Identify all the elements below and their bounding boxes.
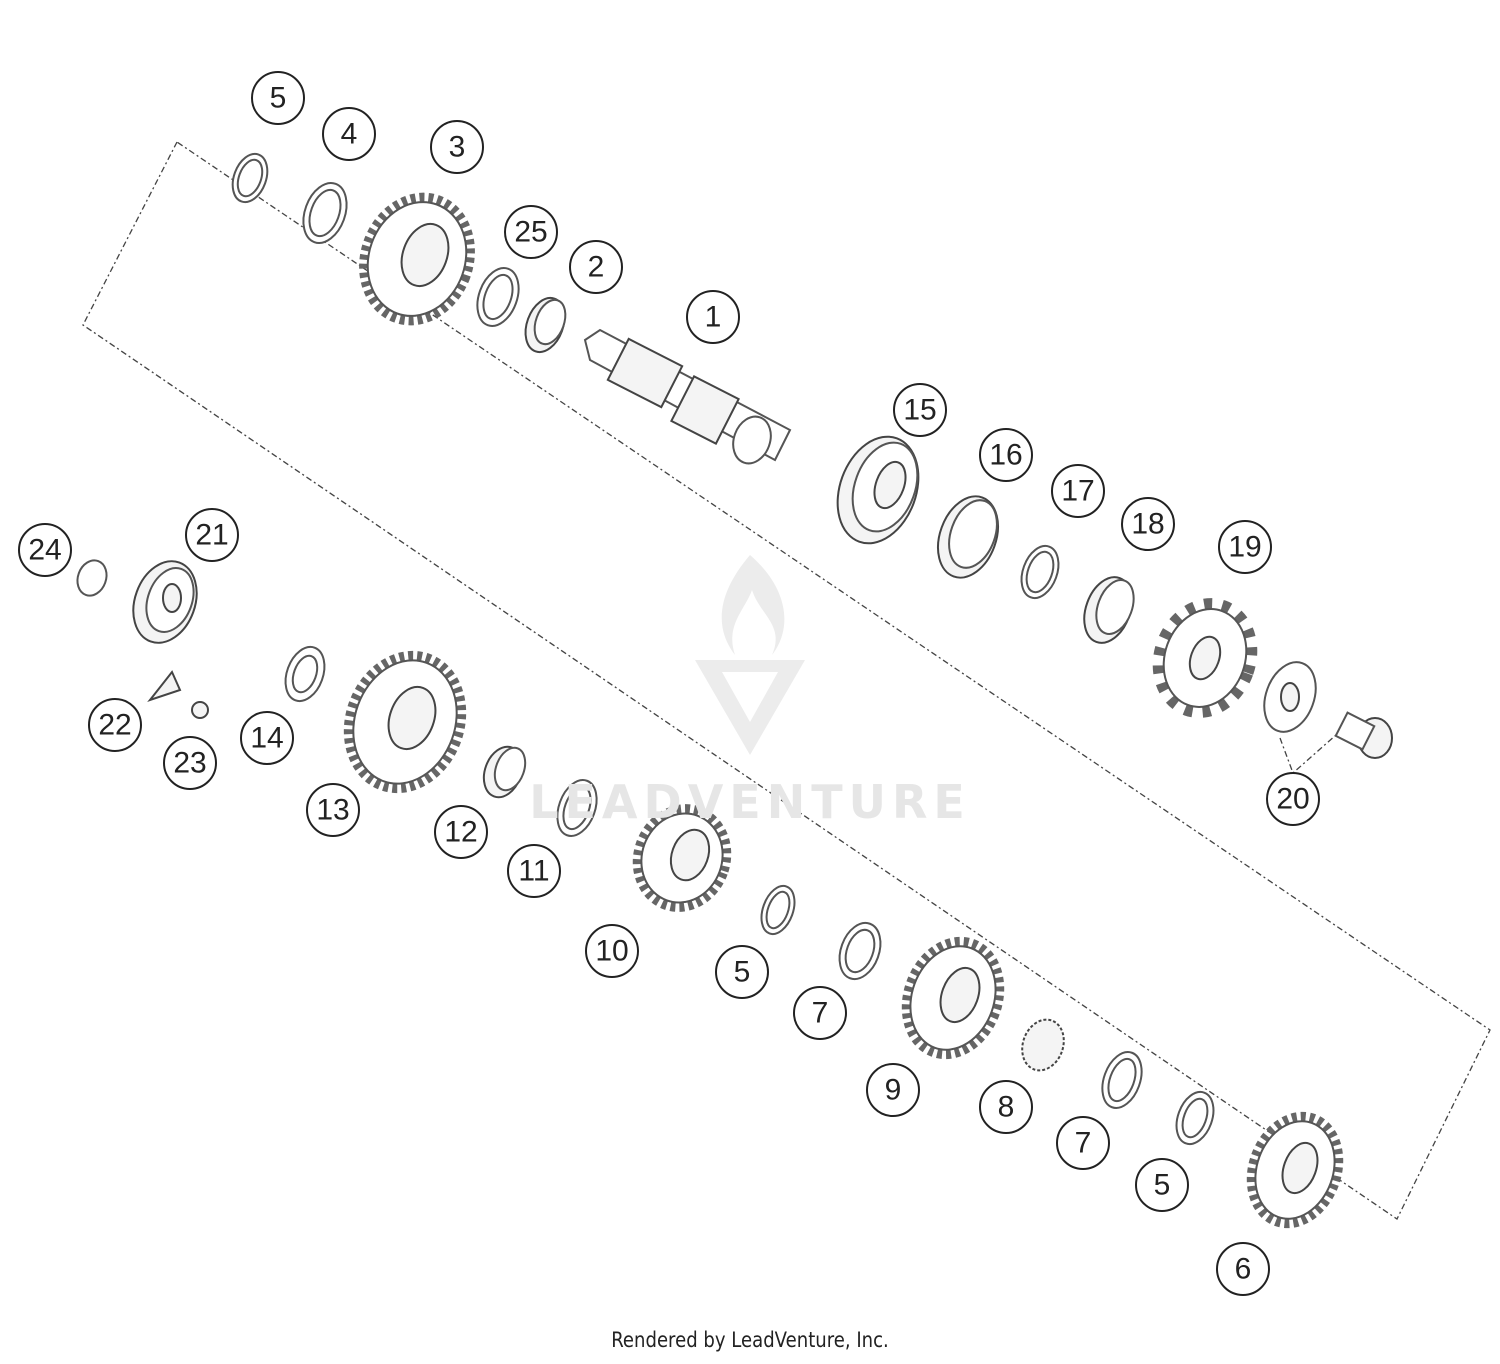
- part-spacer-18: [1083, 576, 1135, 644]
- callout-21[interactable]: 21: [185, 508, 239, 562]
- part-washer-nut-20: [1263, 661, 1393, 759]
- callout-19[interactable]: 19: [1218, 520, 1272, 574]
- part-seal-16: [937, 495, 999, 579]
- callout-5-bottom[interactable]: 5: [1135, 1158, 1189, 1212]
- part-washer-25: [476, 267, 520, 327]
- callout-20[interactable]: 20: [1266, 772, 1320, 826]
- part-circlip-5: [231, 152, 269, 204]
- callout-16[interactable]: 16: [979, 428, 1033, 482]
- callout-5-lower[interactable]: 5: [715, 945, 769, 999]
- callout-6[interactable]: 6: [1216, 1242, 1270, 1296]
- callout-24[interactable]: 24: [18, 523, 72, 577]
- part-pin-22: [147, 670, 182, 703]
- svg-text:11: 11: [518, 855, 549, 888]
- callout-12[interactable]: 12: [434, 805, 488, 859]
- svg-text:17: 17: [1061, 475, 1094, 508]
- part-gear-3: [359, 192, 475, 326]
- part-washer-7: [838, 921, 882, 981]
- part-ring-17: [1020, 544, 1060, 600]
- svg-text:5: 5: [1154, 1169, 1171, 1202]
- svg-text:7: 7: [1075, 1127, 1092, 1160]
- svg-text:7: 7: [812, 997, 829, 1030]
- svg-text:1: 1: [705, 301, 722, 334]
- part-needle-bearing-8: [1021, 1018, 1065, 1072]
- part-washer-11: [556, 779, 598, 837]
- part-bearing-21: [132, 560, 198, 644]
- callout-1[interactable]: 1: [686, 290, 740, 344]
- part-bushing-12: [482, 745, 527, 799]
- callout-15[interactable]: 15: [893, 383, 947, 437]
- svg-text:2: 2: [588, 251, 605, 284]
- svg-text:19: 19: [1228, 531, 1261, 564]
- callout-14[interactable]: 14: [240, 711, 294, 765]
- callout-9[interactable]: 9: [866, 1063, 920, 1117]
- svg-text:9: 9: [885, 1074, 902, 1107]
- svg-text:10: 10: [595, 935, 628, 968]
- callout-23[interactable]: 23: [163, 736, 217, 790]
- footer-credit: Rendered by LeadVenture, Inc.: [611, 1328, 889, 1352]
- callout-7-lower[interactable]: 7: [1056, 1116, 1110, 1170]
- part-gear-6: [1246, 1111, 1344, 1229]
- svg-text:3: 3: [449, 131, 466, 164]
- callout-2[interactable]: 2: [569, 240, 623, 294]
- svg-text:5: 5: [270, 82, 287, 115]
- part-screw-23: [191, 701, 209, 719]
- svg-text:16: 16: [989, 439, 1022, 472]
- part-washer-14: [284, 645, 326, 703]
- callout-22[interactable]: 22: [88, 698, 142, 752]
- part-gear-10: [632, 804, 732, 912]
- part-washer-4: [302, 182, 348, 244]
- svg-text:23: 23: [173, 747, 206, 780]
- part-sprocket-19: [1152, 598, 1258, 718]
- part-circlip-5b: [760, 884, 796, 936]
- callout-8[interactable]: 8: [979, 1080, 1033, 1134]
- callout-17[interactable]: 17: [1051, 464, 1105, 518]
- svg-text:12: 12: [444, 816, 477, 849]
- callout-11[interactable]: 11: [507, 844, 561, 898]
- part-circlip-5c: [1175, 1090, 1215, 1146]
- part-bearing-15: [836, 435, 920, 545]
- svg-text:8: 8: [998, 1091, 1015, 1124]
- svg-text:6: 6: [1235, 1253, 1252, 1286]
- part-circlip-24: [76, 559, 108, 597]
- callout-7[interactable]: 7: [793, 986, 847, 1040]
- svg-text:25: 25: [514, 216, 547, 249]
- svg-text:22: 22: [98, 709, 131, 742]
- part-washer-7b: [1101, 1051, 1143, 1109]
- svg-text:4: 4: [341, 118, 358, 151]
- callout-4[interactable]: 4: [322, 107, 376, 161]
- svg-text:5: 5: [734, 956, 751, 989]
- part-bushing-2: [524, 296, 567, 354]
- callout-25[interactable]: 25: [504, 205, 558, 259]
- assembly-outline: [82, 141, 1491, 1220]
- callout-5[interactable]: 5: [251, 71, 305, 125]
- svg-text:18: 18: [1131, 508, 1164, 541]
- part-gear-13: [343, 650, 467, 794]
- svg-text:24: 24: [28, 534, 61, 567]
- callout-18[interactable]: 18: [1121, 497, 1175, 551]
- part-gear-9: [901, 936, 1005, 1060]
- leader-line-20: [1279, 726, 1346, 775]
- svg-text:13: 13: [316, 794, 349, 827]
- svg-text:20: 20: [1276, 783, 1309, 816]
- svg-text:21: 21: [195, 519, 228, 552]
- part-shaft-1: [583, 328, 792, 465]
- callout-10[interactable]: 10: [585, 924, 639, 978]
- watermark-logo: LEADVENTURE: [529, 555, 965, 829]
- callout-3[interactable]: 3: [430, 120, 484, 174]
- svg-text:15: 15: [903, 394, 936, 427]
- callout-13[interactable]: 13: [306, 783, 360, 837]
- svg-text:14: 14: [250, 722, 283, 755]
